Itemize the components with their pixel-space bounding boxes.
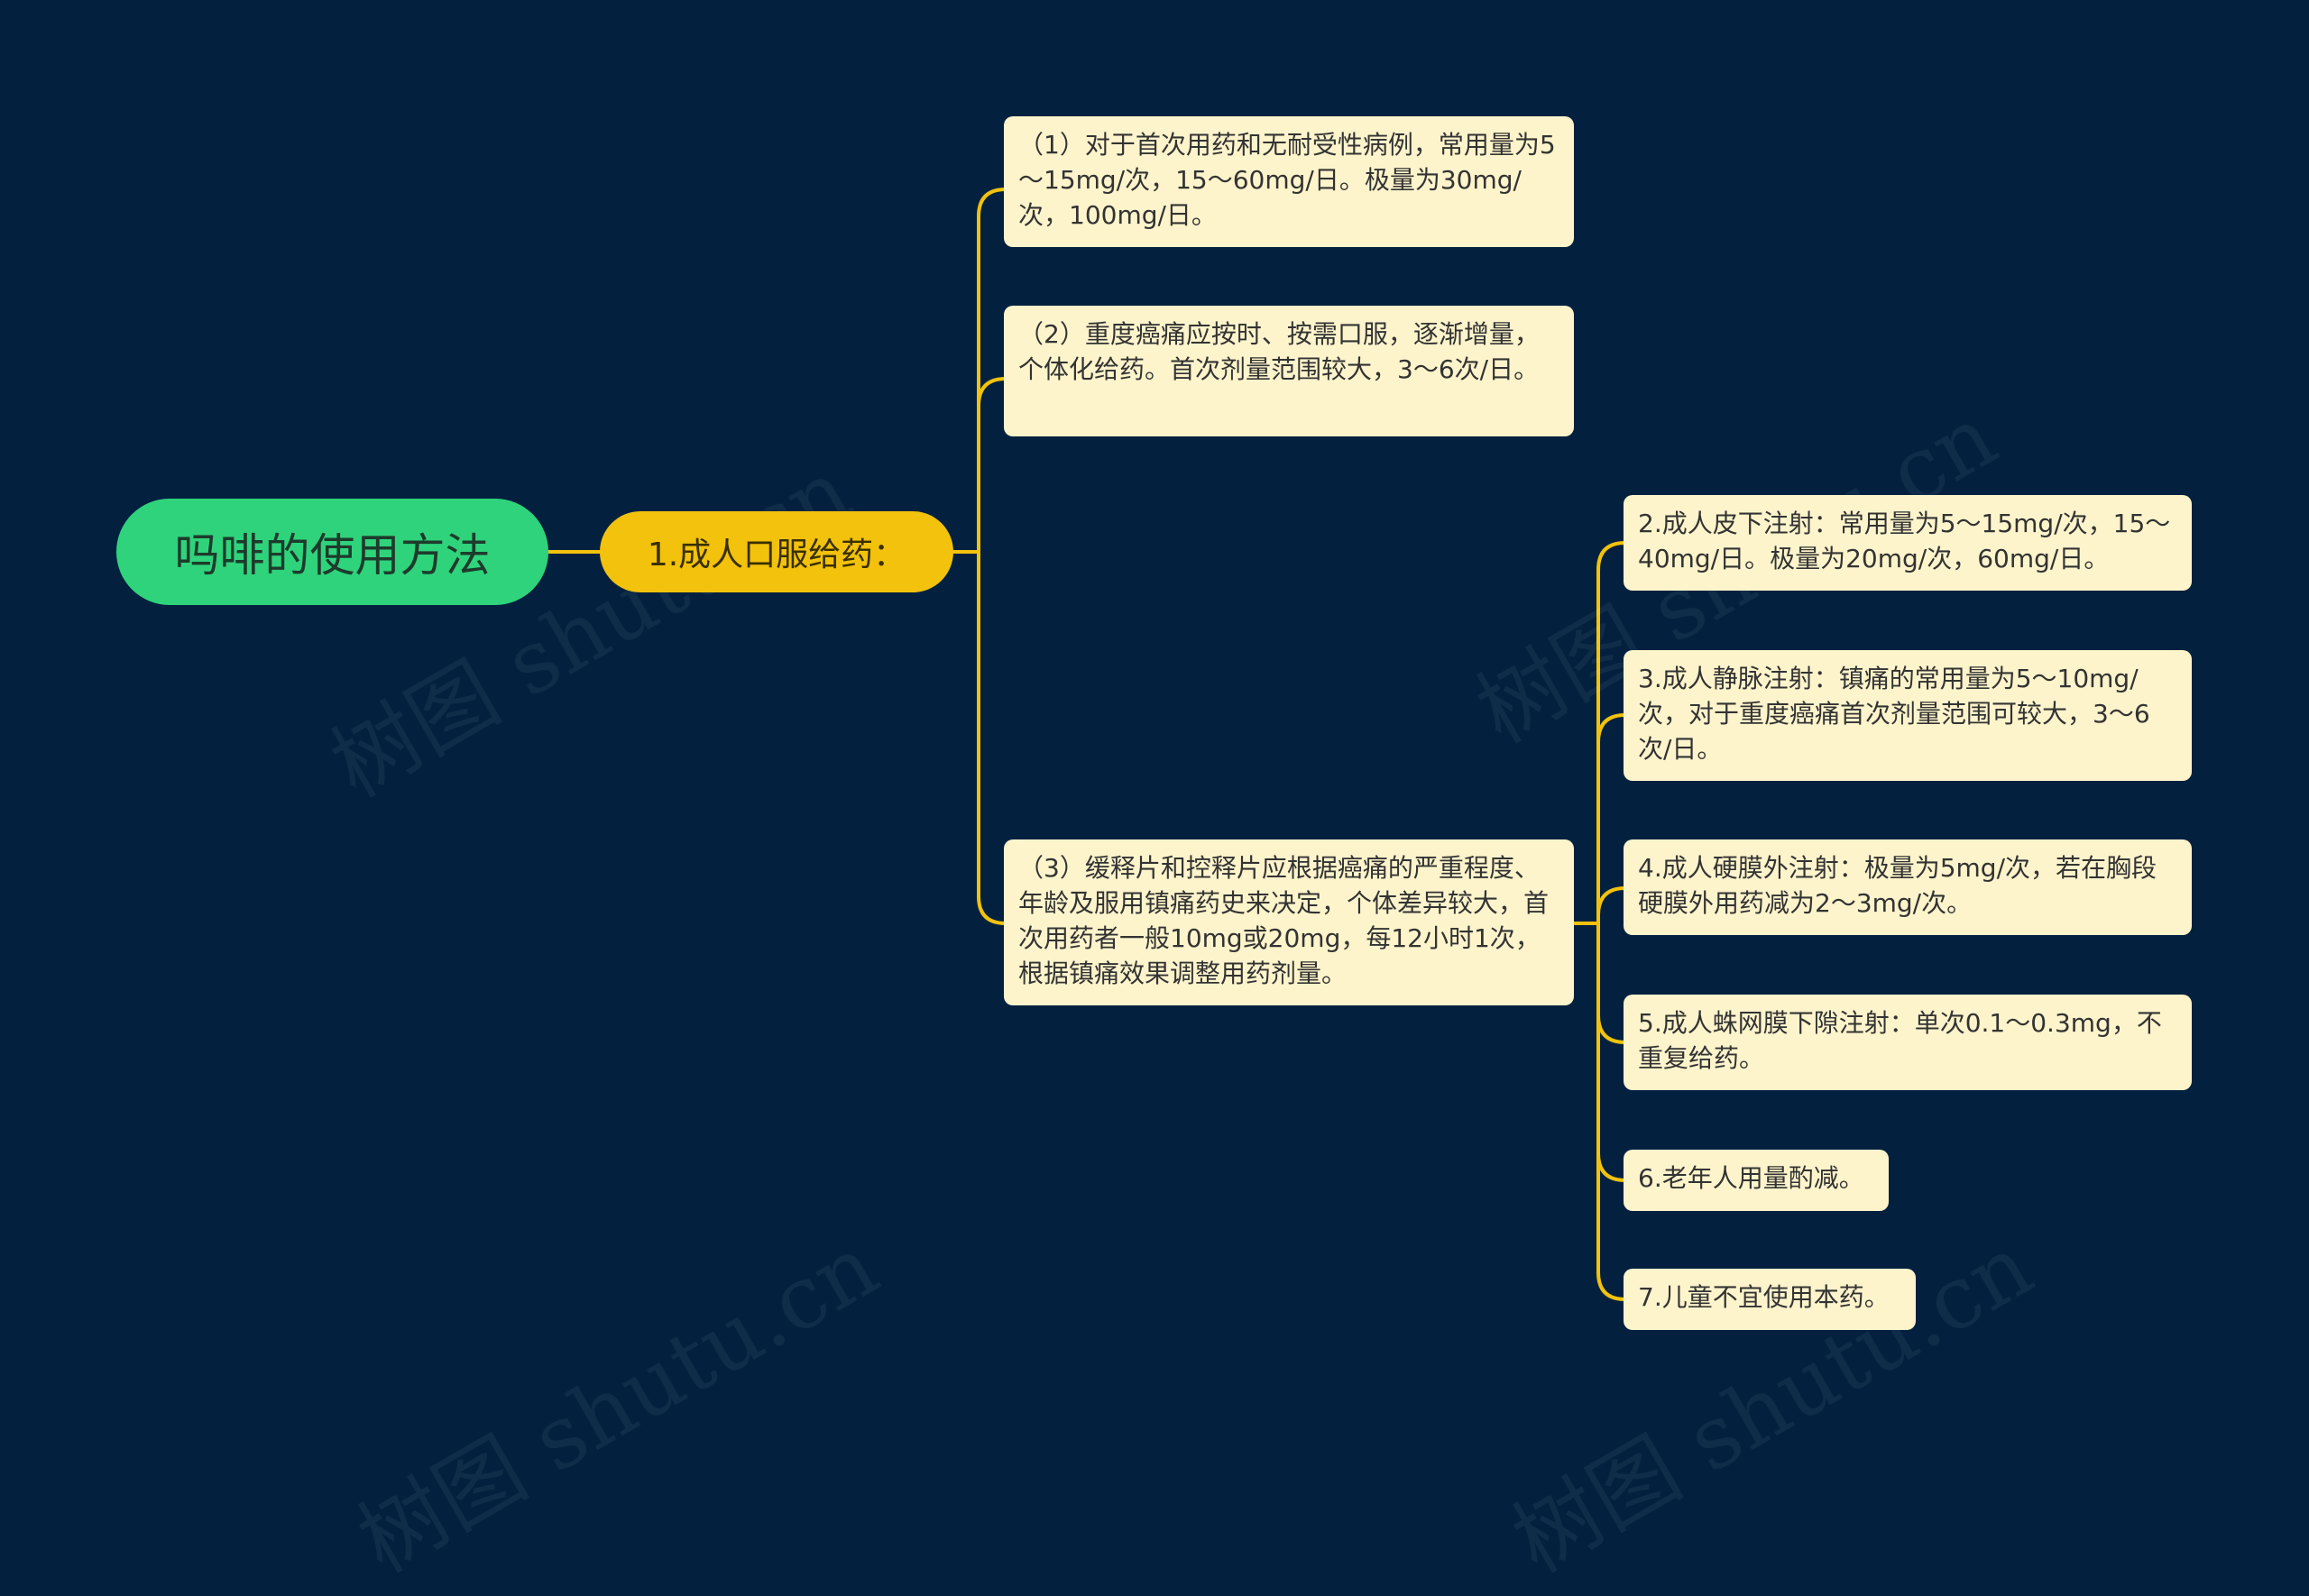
connector-lines (547, 188, 1627, 1301)
route-item-7[interactable]: 7.儿童不宜使用本药。 (1624, 1269, 1916, 1330)
oral-item-1[interactable]: （1）对于首次用药和无耐受性病例，常用量为5～15mg/次，15～60mg/日。… (1004, 116, 1574, 247)
link-route-5 (1596, 922, 1627, 1044)
branch-oral-node[interactable]: 1.成人口服给药： (600, 511, 953, 592)
link-oral-1 (977, 188, 1007, 554)
route-item-4[interactable]: 4.成人硬膜外注射：极量为5mg/次，若在胸段硬膜外用药减为2～3mg/次。 (1624, 839, 2192, 935)
link-route-7 (1596, 1151, 1627, 1301)
route-item-2[interactable]: 2.成人皮下注射：常用量为5～15mg/次，15～40mg/日。极量为20mg/… (1624, 495, 2192, 591)
link-route-4 (1596, 886, 1627, 917)
oral-item-2[interactable]: （2）重度癌痛应按时、按需口服，逐渐增量，个体化给药。首次剂量范围较大，3～6次… (1004, 306, 1574, 436)
route-item-6[interactable]: 6.老年人用量酌减。 (1624, 1150, 1889, 1211)
root-node[interactable]: 吗啡的使用方法 (116, 499, 548, 605)
route-item-5[interactable]: 5.成人蛛网膜下隙注射：单次0.1～0.3mg，不重复给药。 (1624, 995, 2192, 1090)
link-oral-3 (977, 550, 1007, 925)
link-route-3 (1596, 713, 1627, 744)
oral-item-3[interactable]: （3）缓释片和控释片应根据癌痛的严重程度、年龄及服用镇痛药史来决定，个体差异较大… (1004, 839, 1574, 1005)
link-oral-2 (977, 377, 1007, 408)
route-item-3[interactable]: 3.成人静脉注射：镇痛的常用量为5～10mg/次，对于重度癌痛首次剂量范围可较大… (1624, 650, 2192, 781)
link-route-2 (1596, 541, 1627, 925)
mind-map-canvas: 树图 shutu.cn 树图 shutu.cn 树图 shutu.cn 树图 s… (116, 116, 2192, 1592)
